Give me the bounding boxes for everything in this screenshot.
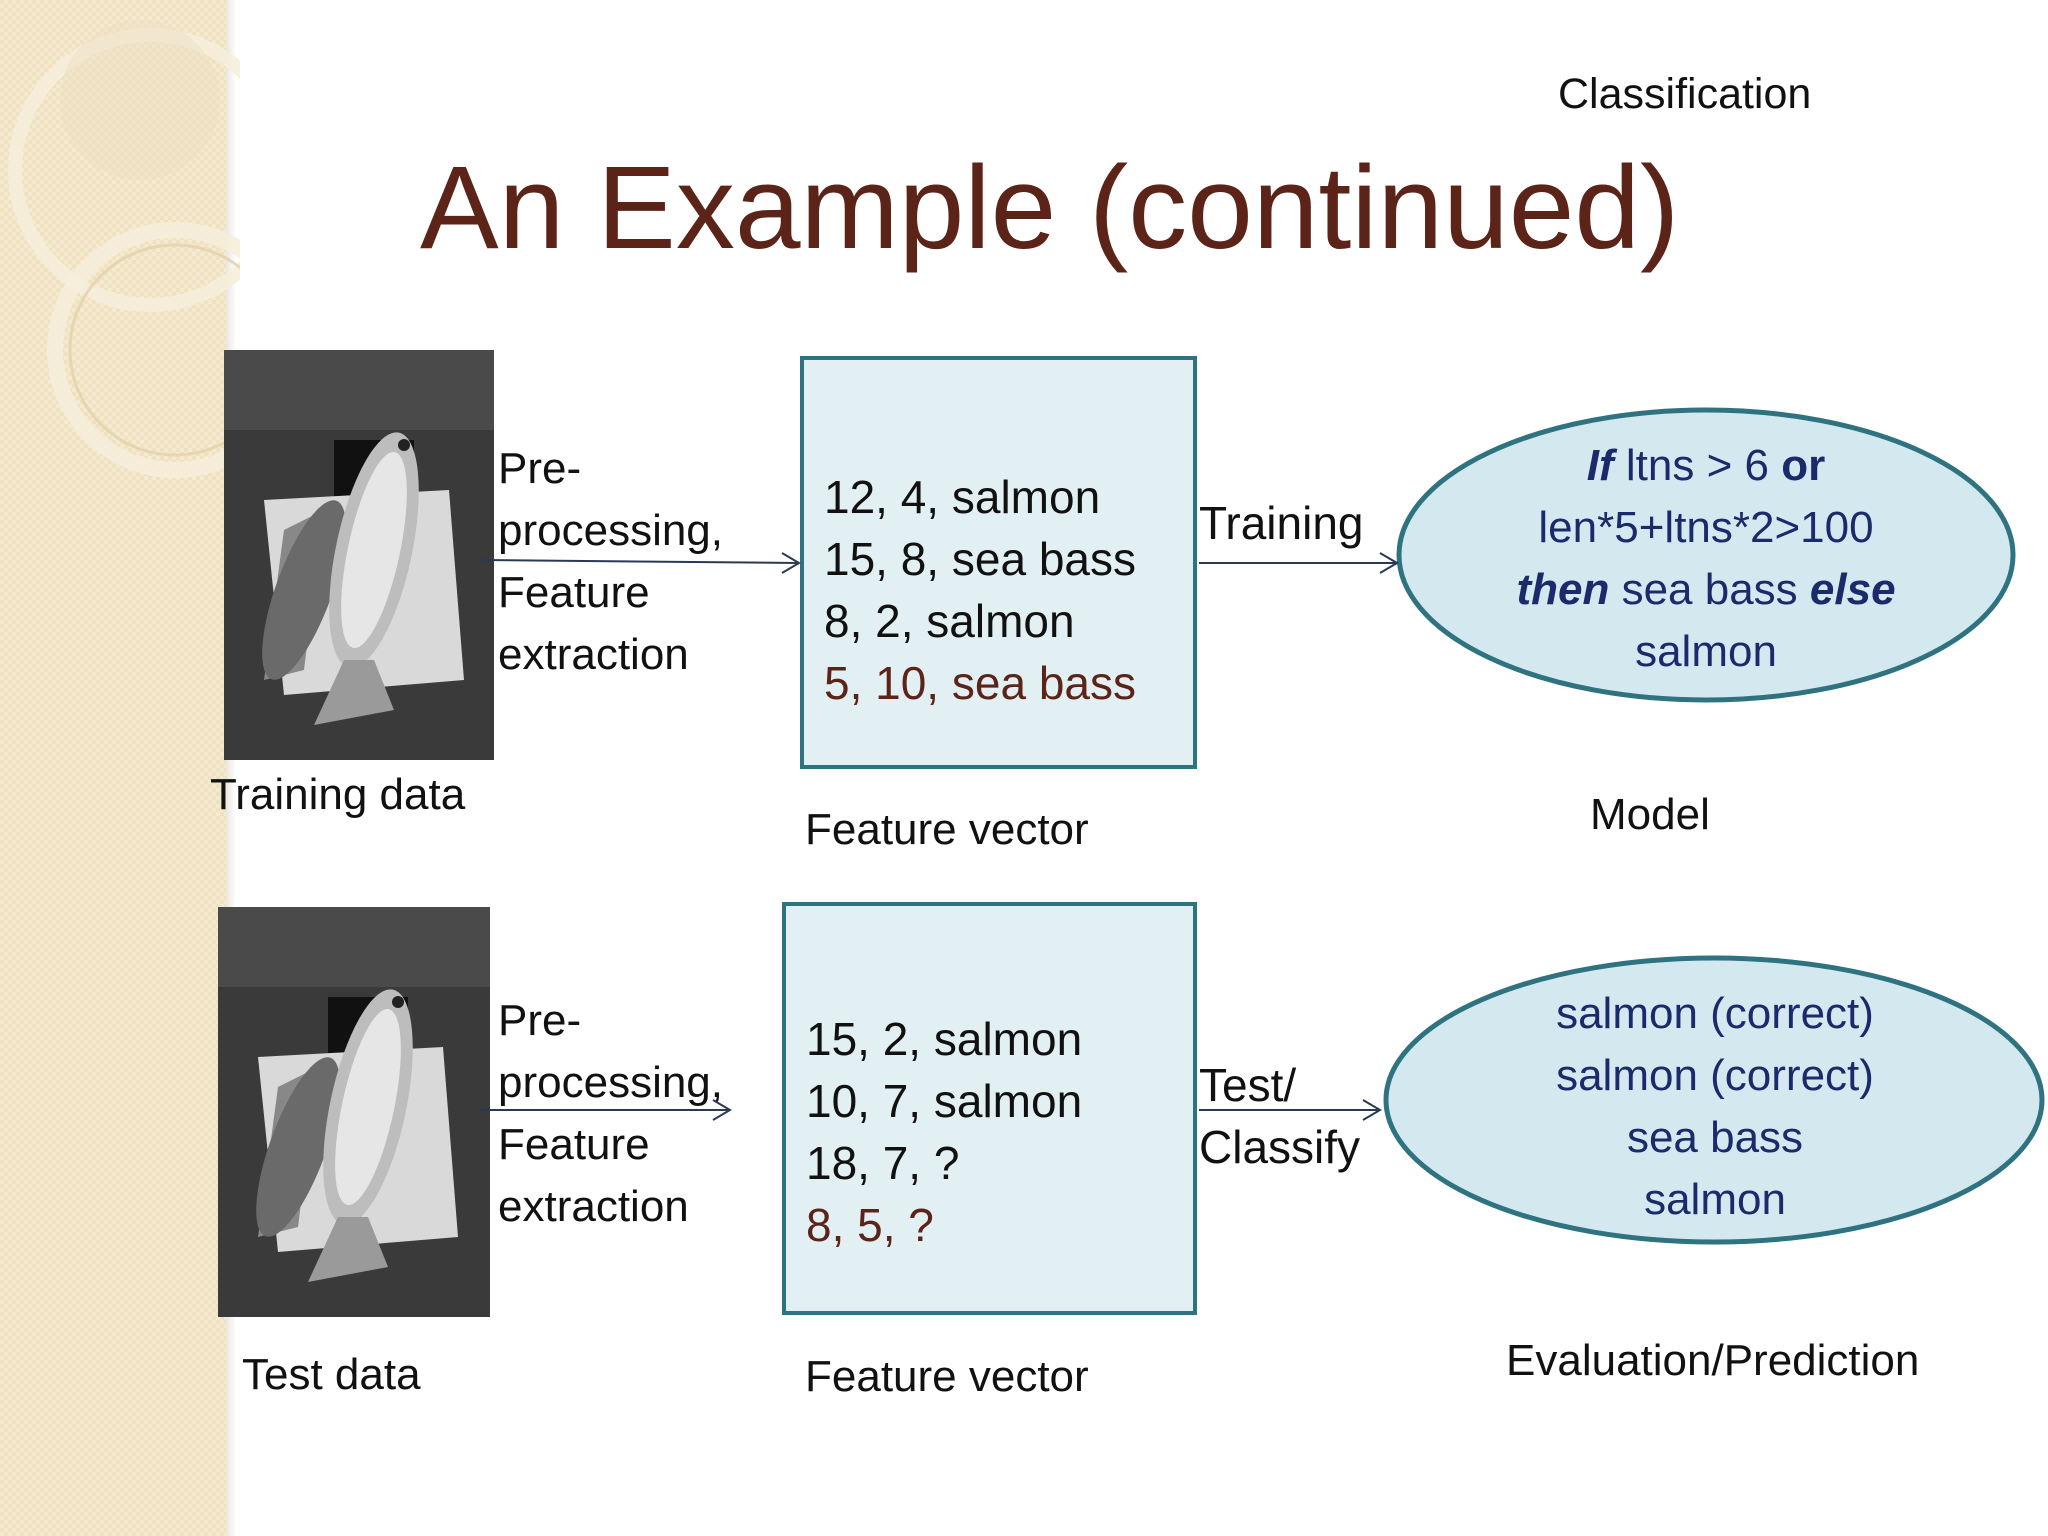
model-rule-text: If ltns > 6 or len*5+ltns*2>100 then sea… — [1395, 435, 2017, 683]
feature-row: 8, 2, salmon — [824, 595, 1075, 647]
section-label: Classification — [1558, 70, 1812, 118]
slide-title: An Example (continued) — [420, 142, 1680, 274]
step-label-line: extraction — [498, 630, 689, 679]
sidebar-edge — [226, 0, 236, 1536]
model-caption: Model — [1590, 790, 1710, 839]
result-text: salmon (correct) salmon (correct) sea ba… — [1380, 983, 2048, 1231]
training-fish-photo — [224, 350, 494, 760]
training-edge-label: Training — [1199, 497, 1364, 549]
result-line: salmon (correct) — [1556, 1051, 1874, 1100]
step-label-line: extraction — [498, 1182, 689, 1231]
result-line: salmon (correct) — [1556, 989, 1874, 1038]
feature-row: 10, 7, salmon — [806, 1075, 1083, 1127]
arrowhead-train-1 — [781, 552, 801, 574]
training-feature-box: 12, 4, salmon 15, 8, sea bass 8, 2, salm… — [800, 356, 1197, 769]
result-line: sea bass — [1626, 1113, 1804, 1162]
test-preprocessing-label: Pre- processing, Feature extraction — [498, 990, 723, 1238]
edge-label-line: Test/ — [1199, 1059, 1297, 1111]
feature-row: 8, 5, ? — [806, 1199, 934, 1251]
step-label-line: processing, — [498, 1058, 724, 1107]
model-ellipse — [1396, 407, 2016, 703]
test-data-caption: Test data — [242, 1350, 421, 1399]
test-edge-label: Test/ Classify — [1199, 1054, 1360, 1178]
model-line-2: len*5+ltns*2>100 — [1538, 503, 1874, 552]
training-feature-caption: Feature vector — [805, 805, 1089, 854]
model-line-1: If ltns > 6 or — [1586, 441, 1826, 490]
arrowhead-test-2 — [1362, 1099, 1382, 1121]
step-label-line: Pre- — [498, 996, 582, 1045]
result-caption: Evaluation/Prediction — [1506, 1336, 1920, 1385]
result-line: salmon — [1644, 1175, 1786, 1224]
model-line-4: salmon — [1635, 627, 1777, 676]
feature-row: 12, 4, salmon — [824, 471, 1101, 523]
step-label-line: processing, — [498, 506, 724, 555]
test-feature-caption: Feature vector — [805, 1352, 1089, 1401]
edge-label-line: Classify — [1199, 1121, 1361, 1173]
feature-row: 18, 7, ? — [806, 1137, 960, 1189]
feature-row: 5, 10, sea bass — [824, 657, 1136, 709]
step-label-line: Feature — [498, 1120, 650, 1169]
training-preprocessing-label: Pre- processing, Feature extraction — [498, 438, 723, 686]
step-label-line: Pre- — [498, 444, 582, 493]
feature-row: 15, 8, sea bass — [824, 533, 1136, 585]
step-label-line: Feature — [498, 568, 650, 617]
result-ellipse — [1383, 955, 2045, 1245]
test-feature-box: 15, 2, salmon 10, 7, salmon 18, 7, ? 8, … — [782, 902, 1197, 1315]
training-data-caption: Training data — [210, 770, 466, 819]
feature-row: 15, 2, salmon — [806, 1013, 1083, 1065]
test-fish-photo — [218, 907, 490, 1317]
decorative-rings — [8, 20, 240, 478]
model-line-3: then sea bass else — [1516, 565, 1896, 614]
